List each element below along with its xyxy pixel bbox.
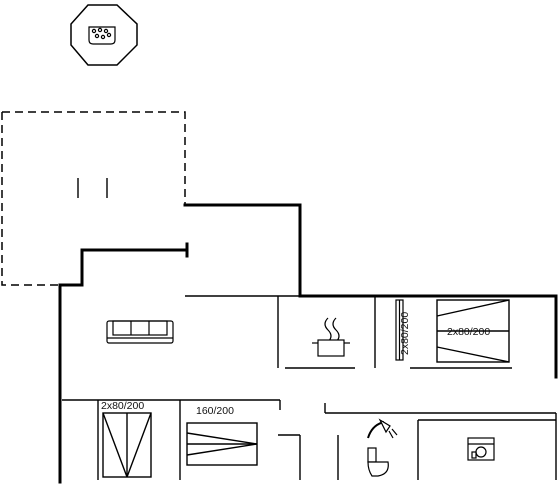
interior-walls: [62, 295, 557, 480]
bed-size-label: 2x80/200: [399, 312, 411, 355]
bed-right: [436, 299, 510, 363]
shower-icon: [367, 418, 398, 439]
cooking-pot-icon: [312, 317, 350, 357]
washing-machine-icon: [467, 437, 495, 461]
toilet-icon: [367, 447, 389, 477]
bed-size-label: 160/200: [196, 405, 234, 417]
sofa-icon: [106, 320, 174, 344]
bed-left: [102, 412, 152, 478]
terrace-outline: [1, 111, 186, 286]
bed-size-label: 2x80/200: [447, 326, 490, 338]
bed-size-label: 2x80/200: [101, 400, 144, 412]
hot-tub-icon: [70, 4, 138, 66]
bed-middle: [186, 422, 258, 466]
wardrobe: [395, 299, 404, 361]
